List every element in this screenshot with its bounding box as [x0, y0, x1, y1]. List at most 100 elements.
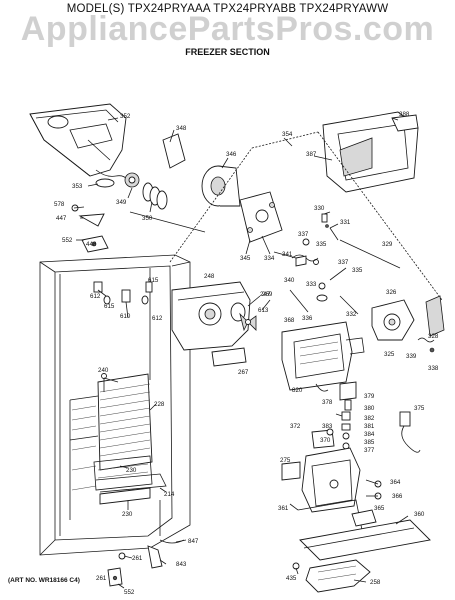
- label-615-b: 615: [104, 303, 115, 310]
- label-448: 448: [86, 241, 97, 248]
- gear-383: [326, 428, 334, 436]
- label-345: 345: [240, 255, 251, 262]
- label-383: 383: [322, 423, 333, 430]
- label-365: 365: [374, 505, 385, 512]
- label-385: 385: [364, 439, 375, 446]
- label-258: 258: [370, 579, 381, 586]
- cover-348: [162, 133, 186, 169]
- label-275: 275: [280, 457, 291, 464]
- label-247: 247: [260, 291, 271, 298]
- label-214: 214: [164, 491, 175, 498]
- label-350: 350: [142, 215, 153, 222]
- label-361: 361: [278, 505, 289, 512]
- label-331: 331: [340, 219, 351, 226]
- label-330: 330: [314, 205, 325, 212]
- label-366: 366: [392, 493, 403, 500]
- defrost-heater-230: [93, 455, 153, 505]
- label-349: 349: [116, 199, 127, 206]
- label-338: 338: [428, 365, 439, 372]
- label-354: 354: [282, 131, 293, 138]
- label-447: 447: [56, 215, 67, 222]
- wire-820: [315, 383, 329, 392]
- label-335-a: 335: [316, 241, 327, 248]
- label-335-b: 335: [352, 267, 363, 274]
- label-610: 610: [120, 313, 131, 320]
- lever-447: [78, 213, 105, 227]
- spring-339: [417, 337, 435, 353]
- label-325: 325: [384, 351, 395, 358]
- plate-365: [351, 509, 377, 527]
- label-269: 269: [262, 291, 273, 298]
- label-340: 340: [284, 277, 295, 284]
- label-339: 339: [406, 353, 417, 360]
- auger-350: [129, 182, 206, 233]
- label-364: 364: [390, 479, 401, 486]
- label-228: 228: [154, 401, 165, 408]
- fan-blade-613: [239, 312, 257, 332]
- switch-330: [321, 213, 339, 241]
- label-384: 384: [364, 431, 375, 438]
- hinge-261: [107, 567, 123, 587]
- label-334: 334: [264, 255, 275, 262]
- label-337-a: 337: [298, 231, 309, 238]
- label-847: 847: [188, 538, 199, 545]
- label-329: 329: [382, 241, 393, 248]
- label-612-a: 612: [90, 293, 101, 300]
- rod-329: [339, 239, 401, 269]
- label-348: 348: [176, 125, 187, 132]
- label-353: 353: [72, 183, 83, 190]
- label-261-a: 261: [132, 555, 143, 562]
- label-387: 387: [306, 151, 317, 158]
- label-381: 381: [364, 423, 375, 430]
- label-360: 360: [414, 511, 425, 518]
- label-843: 843: [176, 561, 187, 568]
- label-352: 352: [120, 113, 131, 120]
- drain-214: [95, 473, 167, 493]
- label-612-b: 612: [152, 315, 163, 322]
- label-332: 332: [346, 311, 357, 318]
- label-377: 377: [364, 447, 375, 454]
- label-346: 346: [226, 151, 237, 158]
- label-267: 267: [238, 369, 249, 376]
- mounting-bar-360: [299, 519, 431, 561]
- label-552-bottom: 552: [124, 589, 135, 596]
- label-820: 820: [292, 387, 303, 394]
- label-336: 336: [302, 315, 313, 322]
- door-flap-328: [425, 295, 445, 337]
- label-230-b: 230: [122, 511, 133, 518]
- icemaker-368: [281, 321, 365, 391]
- bracket-448: [81, 235, 109, 253]
- label-578: 578: [54, 201, 65, 208]
- watermark: AppliancePartsPros.com: [20, 10, 435, 48]
- outline-354: [169, 131, 443, 301]
- label-613: 613: [258, 307, 269, 314]
- motor-346: [201, 165, 241, 207]
- label-435: 435: [286, 575, 297, 582]
- model-list-heading: MODEL(S) TPX24PRYAAA TPX24PRYABB TPX24PR…: [66, 3, 389, 15]
- gear-349: [124, 172, 140, 188]
- label-375: 375: [414, 405, 425, 412]
- label-380: 380: [364, 405, 375, 412]
- label-379: 379: [364, 393, 375, 400]
- label-326: 326: [386, 289, 397, 296]
- label-552-top: 552: [62, 237, 73, 244]
- ice-bucket-352: [29, 103, 127, 177]
- shelf-brackets: [93, 281, 153, 319]
- label-261-b: 261: [96, 575, 107, 582]
- small-parts-337: [291, 238, 347, 290]
- harness-375: [399, 411, 421, 453]
- feeler-arm-336: [289, 289, 359, 315]
- bracket-378: [339, 381, 357, 411]
- dispenser-door-387: [322, 111, 419, 193]
- label-615-a: 615: [148, 277, 159, 284]
- evaporator-228: [69, 373, 153, 520]
- drip-tray-258: [305, 559, 371, 593]
- sensor-240: [101, 373, 107, 392]
- actuator-380: [341, 411, 351, 450]
- label-341: 341: [282, 251, 293, 258]
- label-248: 248: [204, 273, 215, 280]
- label-370: 370: [320, 437, 331, 444]
- bracket-275: [281, 461, 301, 481]
- bracket-345: [239, 191, 283, 243]
